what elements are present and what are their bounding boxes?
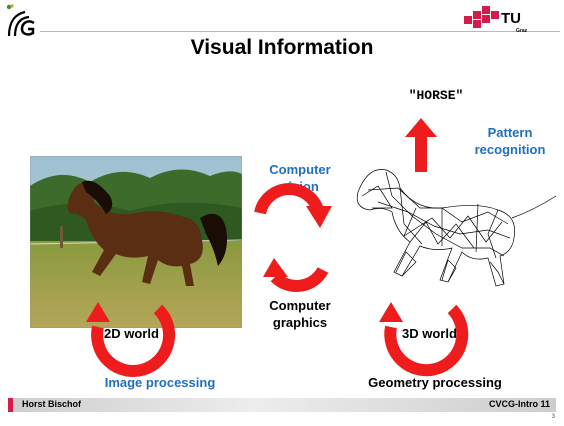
graz-logo-text: Graz <box>516 28 528 34</box>
arrowhead-geometry-loop-icon <box>379 302 403 322</box>
footer-author: Horst Bischof <box>22 399 82 409</box>
tu-logo-text: TU <box>501 10 521 27</box>
curved-arrow-vision-icon <box>254 183 324 215</box>
horse-photo <box>30 156 242 328</box>
geometry-processing-loop-icon <box>384 304 469 377</box>
curved-arrow-graphics-icon <box>270 266 329 292</box>
pattern-recognition-line1: Pattern <box>487 125 533 140</box>
arrowhead-vision-icon <box>306 206 332 228</box>
horse-output-label: "HORSE" <box>408 88 464 103</box>
page-number: 3 <box>551 414 555 420</box>
computer-graphics-line2: graphics <box>272 315 328 330</box>
computer-graphics-label: Computer graphics <box>250 297 350 331</box>
footer-course: CVCG-Intro 11 <box>488 399 550 409</box>
footer-bar: Horst Bischof CVCG-Intro 11 <box>8 398 556 412</box>
image-processing-loop-icon <box>91 304 176 377</box>
computer-graphics-line1: Computer <box>269 298 331 313</box>
image-processing-label: Image processing <box>104 375 216 390</box>
up-arrow-icon <box>405 118 437 172</box>
header-rule <box>40 31 560 32</box>
arrowhead-graphics-icon <box>263 258 288 277</box>
world-2d-label: 2D world <box>104 326 159 341</box>
world-3d-label: 3D world <box>402 326 457 341</box>
geometry-processing-label: Geometry processing <box>368 375 502 390</box>
arrowhead-image-loop-icon <box>86 302 110 322</box>
institute-logo-icon <box>6 4 35 37</box>
tu-graz-logo-icon: TU Graz <box>464 6 528 34</box>
footer-accent <box>8 398 13 412</box>
pattern-recognition-line2: recognition <box>474 142 546 157</box>
slide-title: Visual Information <box>190 36 374 59</box>
pattern-recognition-label: Pattern recognition <box>460 124 560 158</box>
computer-vision-line1: Computer <box>269 162 331 177</box>
wireframe-horse <box>356 169 557 287</box>
